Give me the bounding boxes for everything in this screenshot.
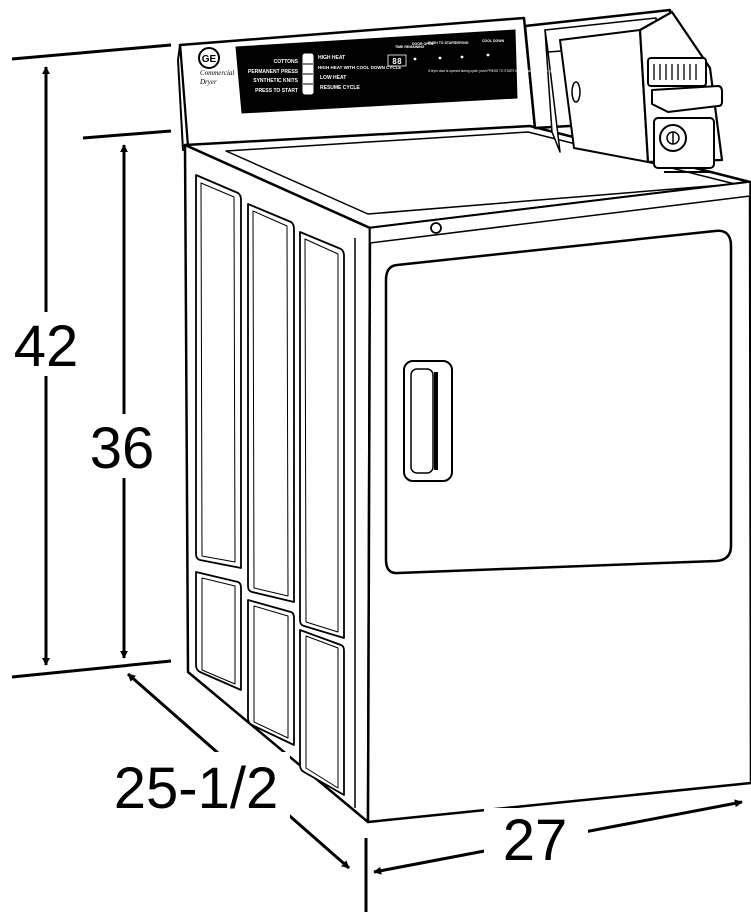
status-label-door-open: DOOR OPEN bbox=[412, 42, 434, 46]
floor-reference-line bbox=[11, 659, 172, 679]
heat-label-resume: RESUME CYCLE bbox=[320, 85, 360, 91]
brand-logo-text: GE bbox=[202, 54, 217, 65]
status-label-time-remaining: TIME REMAINING bbox=[395, 45, 425, 49]
resume-instruction: If dryer door is opened during cycle, pu… bbox=[428, 69, 556, 73]
product-type-label: Dryer bbox=[199, 78, 217, 86]
width-label: 27 bbox=[503, 808, 568, 873]
label-bg-36 bbox=[84, 414, 162, 478]
label-bg-27 bbox=[484, 808, 588, 870]
heat-label-high: HIGH HEAT bbox=[318, 55, 345, 61]
front-trim-screw bbox=[430, 222, 442, 234]
label-bg-42 bbox=[8, 312, 86, 376]
status-indicators: TIME REMAINING 88 DOOR OPEN PUSH TO STAR… bbox=[387, 39, 556, 73]
door bbox=[384, 229, 733, 575]
ge-logo: GE bbox=[198, 47, 220, 69]
top-reference-line bbox=[11, 43, 172, 61]
dryer-illustration bbox=[177, 8, 751, 824]
cabinet-reference-line bbox=[82, 129, 172, 140]
status-label-drying: DRYING bbox=[455, 41, 469, 45]
console-side bbox=[177, 44, 189, 151]
cycle-label-synthetic-knits: SYNTHETIC KNITS bbox=[253, 78, 298, 84]
heat-label-low: LOW HEAT bbox=[320, 75, 346, 81]
total-height-label: 42 bbox=[14, 314, 79, 379]
status-label-cool-down: COOL DOWN bbox=[482, 39, 505, 43]
status-label-push-to-start: PUSH TO START bbox=[428, 41, 457, 45]
door-handle bbox=[403, 360, 453, 482]
depth-label: 25-1/2 bbox=[114, 756, 278, 821]
cabinet-height-label: 36 bbox=[90, 416, 155, 481]
coin-mechanism bbox=[647, 57, 723, 173]
cycle-labels: COTTONS PERMANENT PRESS SYNTHETIC KNITS … bbox=[248, 59, 299, 94]
heat-labels: HIGH HEAT HIGH HEAT WITH COOL DOWN CYCLE… bbox=[318, 55, 401, 91]
heat-label-high-cool: HIGH HEAT WITH COOL DOWN CYCLE bbox=[318, 65, 401, 70]
product-line-label: Commercial bbox=[200, 69, 234, 77]
cycle-label-press-to-start: PRESS TO START bbox=[255, 88, 298, 94]
cycle-label-cottons: COTTONS bbox=[274, 59, 299, 65]
front-trim bbox=[369, 181, 751, 244]
label-bg-25 bbox=[104, 752, 290, 818]
cycle-selector[interactable] bbox=[302, 53, 314, 95]
time-remaining-display: 88 bbox=[392, 57, 402, 66]
side-panels bbox=[195, 174, 345, 796]
cycle-label-permanent-press: PERMANENT PRESS bbox=[248, 69, 299, 75]
